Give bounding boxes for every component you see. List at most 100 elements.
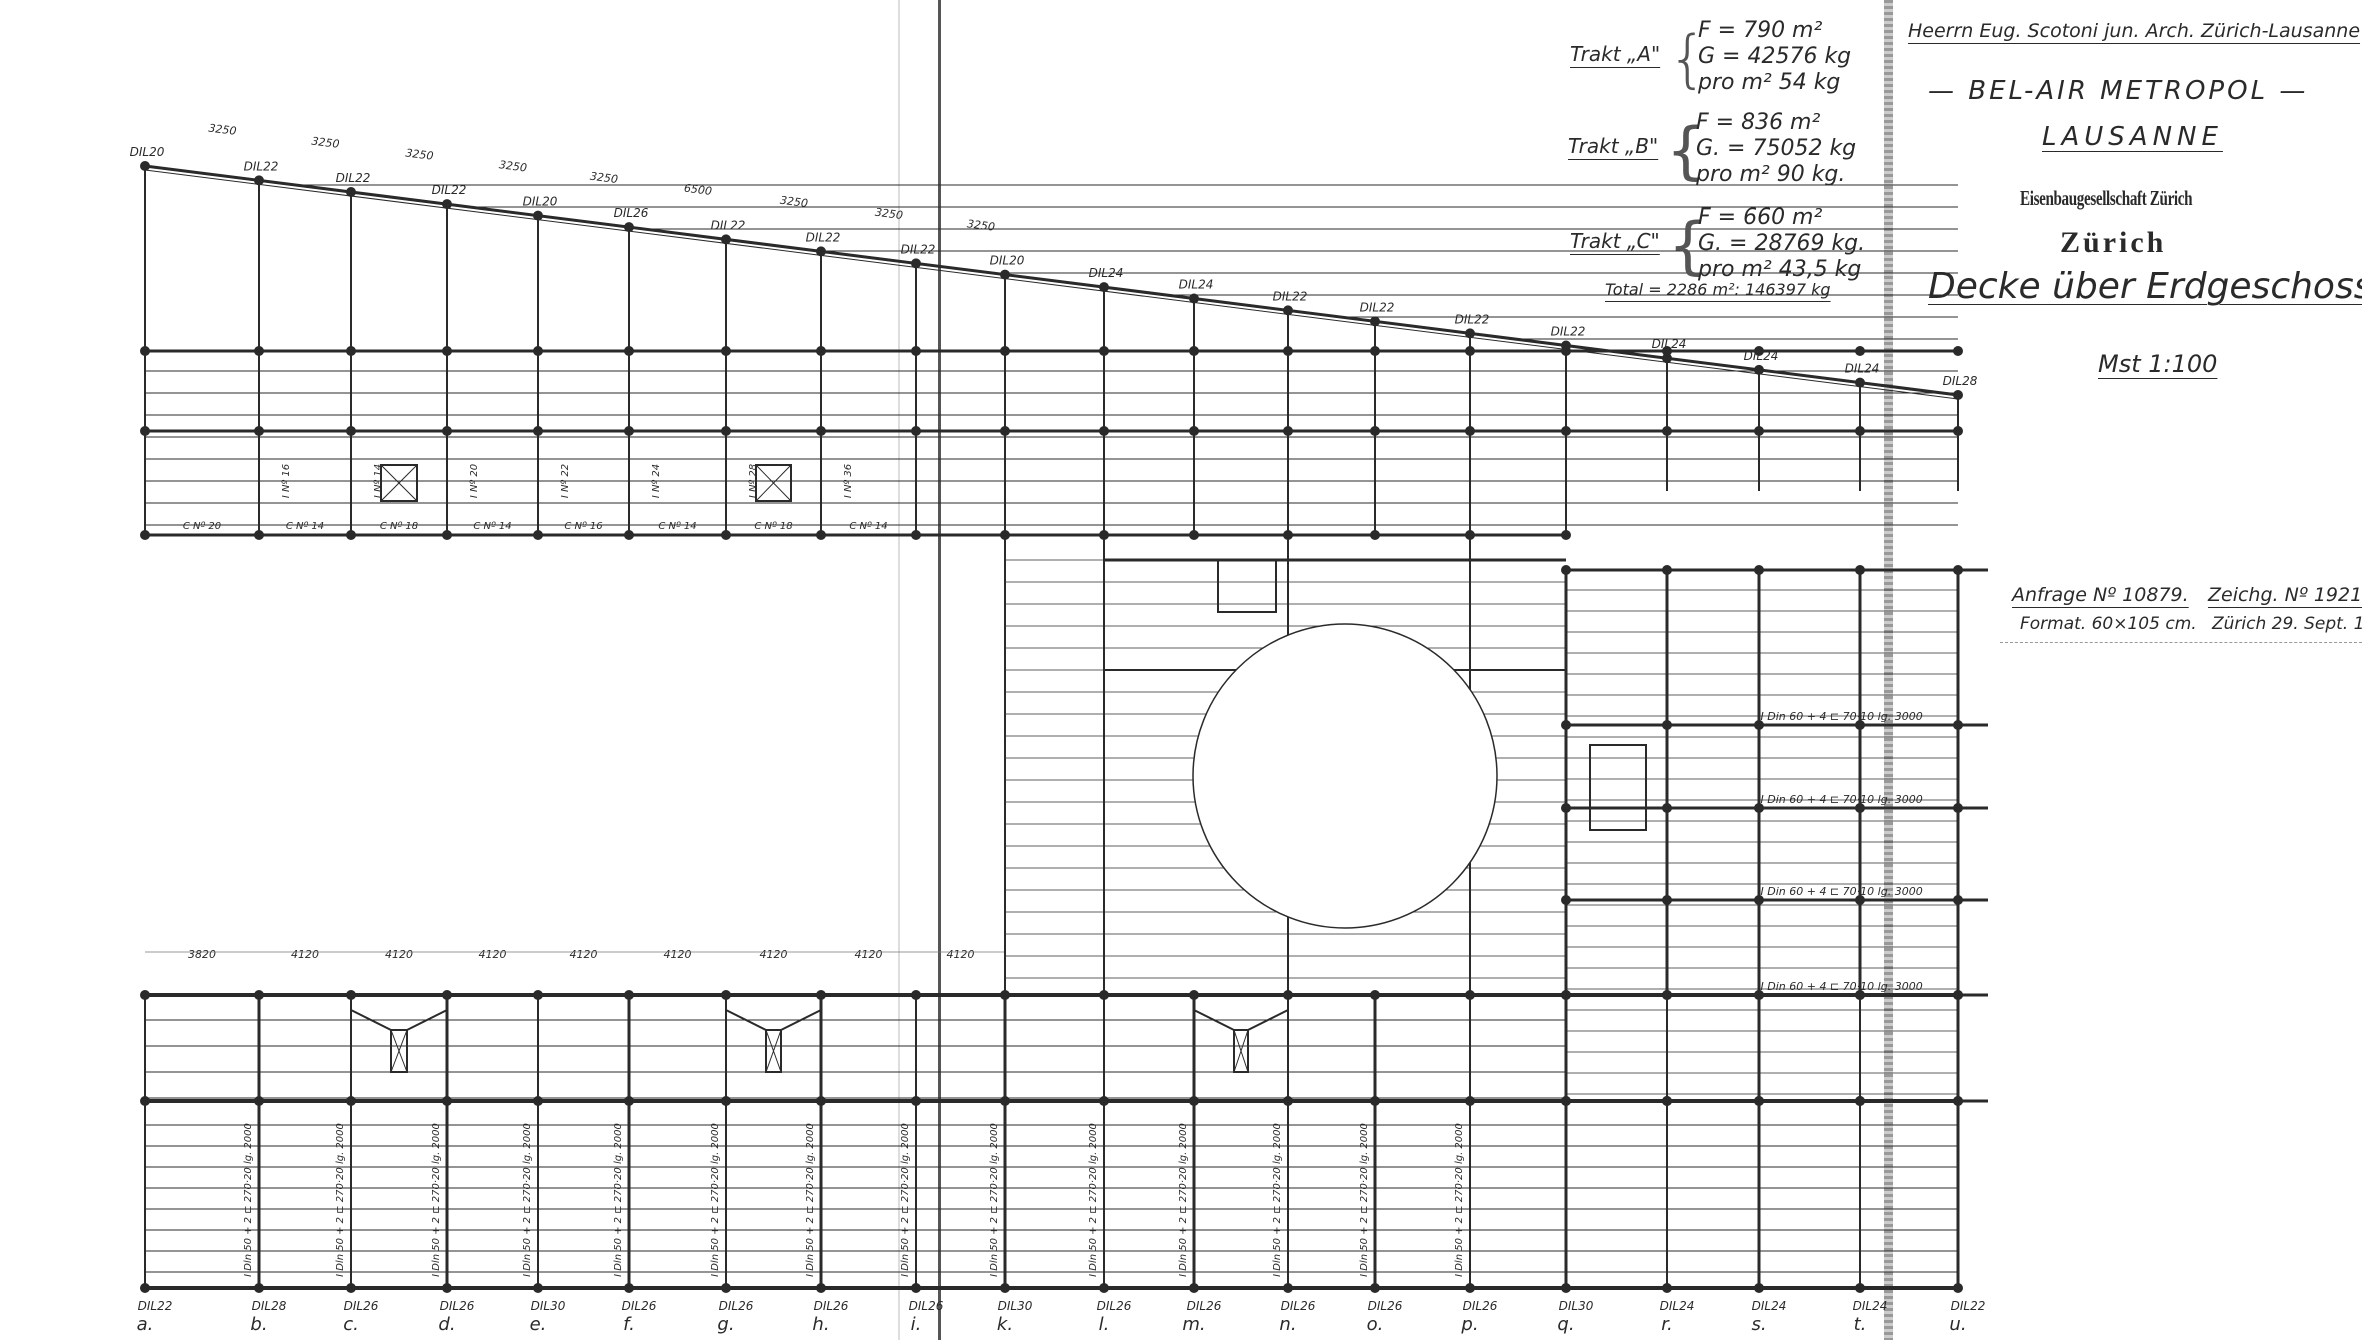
column-node	[624, 1283, 634, 1293]
column-mark: DIL26	[719, 1299, 754, 1313]
column-node	[1855, 565, 1865, 575]
beam-label: I Nº 36	[843, 464, 854, 498]
column-mark: DIL26	[622, 1299, 657, 1313]
dimension-label: 4120	[479, 948, 507, 961]
axis-label: i.	[911, 1314, 922, 1335]
beam-label: I Nº 14	[373, 464, 384, 498]
column-node	[254, 1283, 264, 1293]
column-mark: DIL30	[1559, 1299, 1594, 1313]
dimension-label: 4120	[855, 948, 883, 961]
column-node	[624, 346, 634, 356]
axis-label: s.	[1751, 1314, 1766, 1335]
column-node	[1283, 426, 1293, 436]
column-node	[1099, 426, 1109, 436]
stair-beam	[350, 1009, 392, 1031]
stair-core	[755, 464, 792, 502]
beam-label: C Nº 14	[286, 521, 324, 532]
drawing-title: Decke über Erdgeschoss	[1928, 266, 2362, 307]
column-node	[1855, 1096, 1865, 1106]
axis-label: n.	[1279, 1314, 1296, 1335]
stair-beam	[1193, 1009, 1235, 1031]
column-node	[1000, 269, 1010, 280]
column-node	[1754, 565, 1764, 575]
beam-label: I Nº 22	[560, 464, 571, 498]
column-node	[346, 990, 356, 1000]
stair-core	[1589, 744, 1647, 831]
column-node	[442, 1283, 452, 1293]
column-mark: DIL22	[711, 218, 746, 232]
column-node	[1662, 895, 1672, 905]
stair-core	[390, 1029, 408, 1073]
column-mark: DIL22	[336, 171, 371, 185]
drawing-scale: Mst 1:100	[2098, 350, 2218, 378]
divider	[2000, 642, 2362, 643]
column-node	[1855, 895, 1865, 905]
column-node	[1283, 305, 1293, 316]
stair-beam	[725, 1009, 767, 1031]
column-node	[816, 246, 826, 257]
column-node	[140, 990, 150, 1000]
column-node	[1000, 1283, 1010, 1293]
beam-label: C Nº 14	[658, 521, 696, 532]
column-node	[1561, 426, 1571, 436]
column-mark: DIL26	[440, 1299, 475, 1313]
column-mark: DIL22	[138, 1299, 173, 1313]
stair-core-cross	[390, 1029, 408, 1073]
dimension-label: 3250	[208, 122, 237, 138]
beam-label: C Nº 14	[849, 521, 887, 532]
firm-city: Zürich	[2060, 226, 2167, 259]
dimension-label: 3250	[779, 194, 808, 210]
column-node	[1283, 1096, 1293, 1106]
beam-label: I Dln 50 + 2 ⊏ 270·20 lg. 2000	[900, 1123, 911, 1277]
column-node	[911, 990, 921, 1000]
column-mark: DIL22	[244, 159, 279, 173]
column-node	[1283, 346, 1293, 356]
project-name: — BEL-AIR METROPOL —	[1928, 76, 2309, 106]
stair-core	[1217, 559, 1277, 613]
trakt-weight: G. = 28769 kg.	[1698, 231, 1866, 256]
column-mark: DIL20	[523, 195, 558, 209]
column-node	[911, 1283, 921, 1293]
axis-label: f.	[623, 1314, 635, 1335]
dimension-label: 4120	[760, 948, 788, 961]
stair-beam	[1247, 1009, 1289, 1031]
column-node	[816, 990, 826, 1000]
column-node	[346, 530, 356, 540]
title-block-border	[1884, 0, 1893, 1340]
beam-label: C Nº 18	[754, 521, 792, 532]
dimension-label: 3820	[188, 948, 216, 961]
beam-label: I Nº 20	[469, 464, 480, 498]
column-node	[1189, 346, 1199, 356]
column-node	[721, 426, 731, 436]
column-node	[1953, 426, 1963, 436]
trakt-label: Trakt „B"	[1568, 134, 1659, 158]
trakt-label: Trakt „A"	[1570, 42, 1661, 66]
paper-format: Format. 60×105 cm.	[2020, 614, 2197, 634]
column-mark: DIL24	[1853, 1299, 1888, 1313]
column-mark: DIL20	[990, 254, 1025, 268]
column-node	[721, 990, 731, 1000]
column-node	[624, 426, 634, 436]
column-node	[1855, 990, 1865, 1000]
beam-label: I Dln 50 + 2 ⊏ 270·20 lg. 2000	[1454, 1123, 1465, 1277]
beam-label: C Nº 16	[564, 521, 602, 532]
column-node	[1189, 1283, 1199, 1293]
column-node	[140, 426, 150, 436]
trakt-area: F = 660 m²	[1698, 205, 1823, 230]
beam-label: I Dln 50 + 2 ⊏ 270·20 lg. 2000	[431, 1123, 442, 1277]
column-node	[1099, 1096, 1109, 1106]
trakt-area: F = 790 m²	[1698, 18, 1823, 43]
column-node	[346, 1096, 356, 1106]
column-node	[911, 530, 921, 540]
column-node	[1855, 803, 1865, 813]
column-mark: DIL26	[1097, 1299, 1132, 1313]
column-node	[1099, 1283, 1109, 1293]
column-node	[1189, 530, 1199, 540]
beam-label: I Nº 16	[281, 464, 292, 498]
column-node	[442, 346, 452, 356]
beam-label: II Din 60 + 4 ⊏ 70·10 lg. 3000	[1757, 980, 1922, 993]
column-node	[254, 1096, 264, 1106]
beam-label: I Dln 50 + 2 ⊏ 270·20 lg. 2000	[613, 1123, 624, 1277]
column-node	[624, 530, 634, 540]
column-node	[1754, 364, 1764, 375]
